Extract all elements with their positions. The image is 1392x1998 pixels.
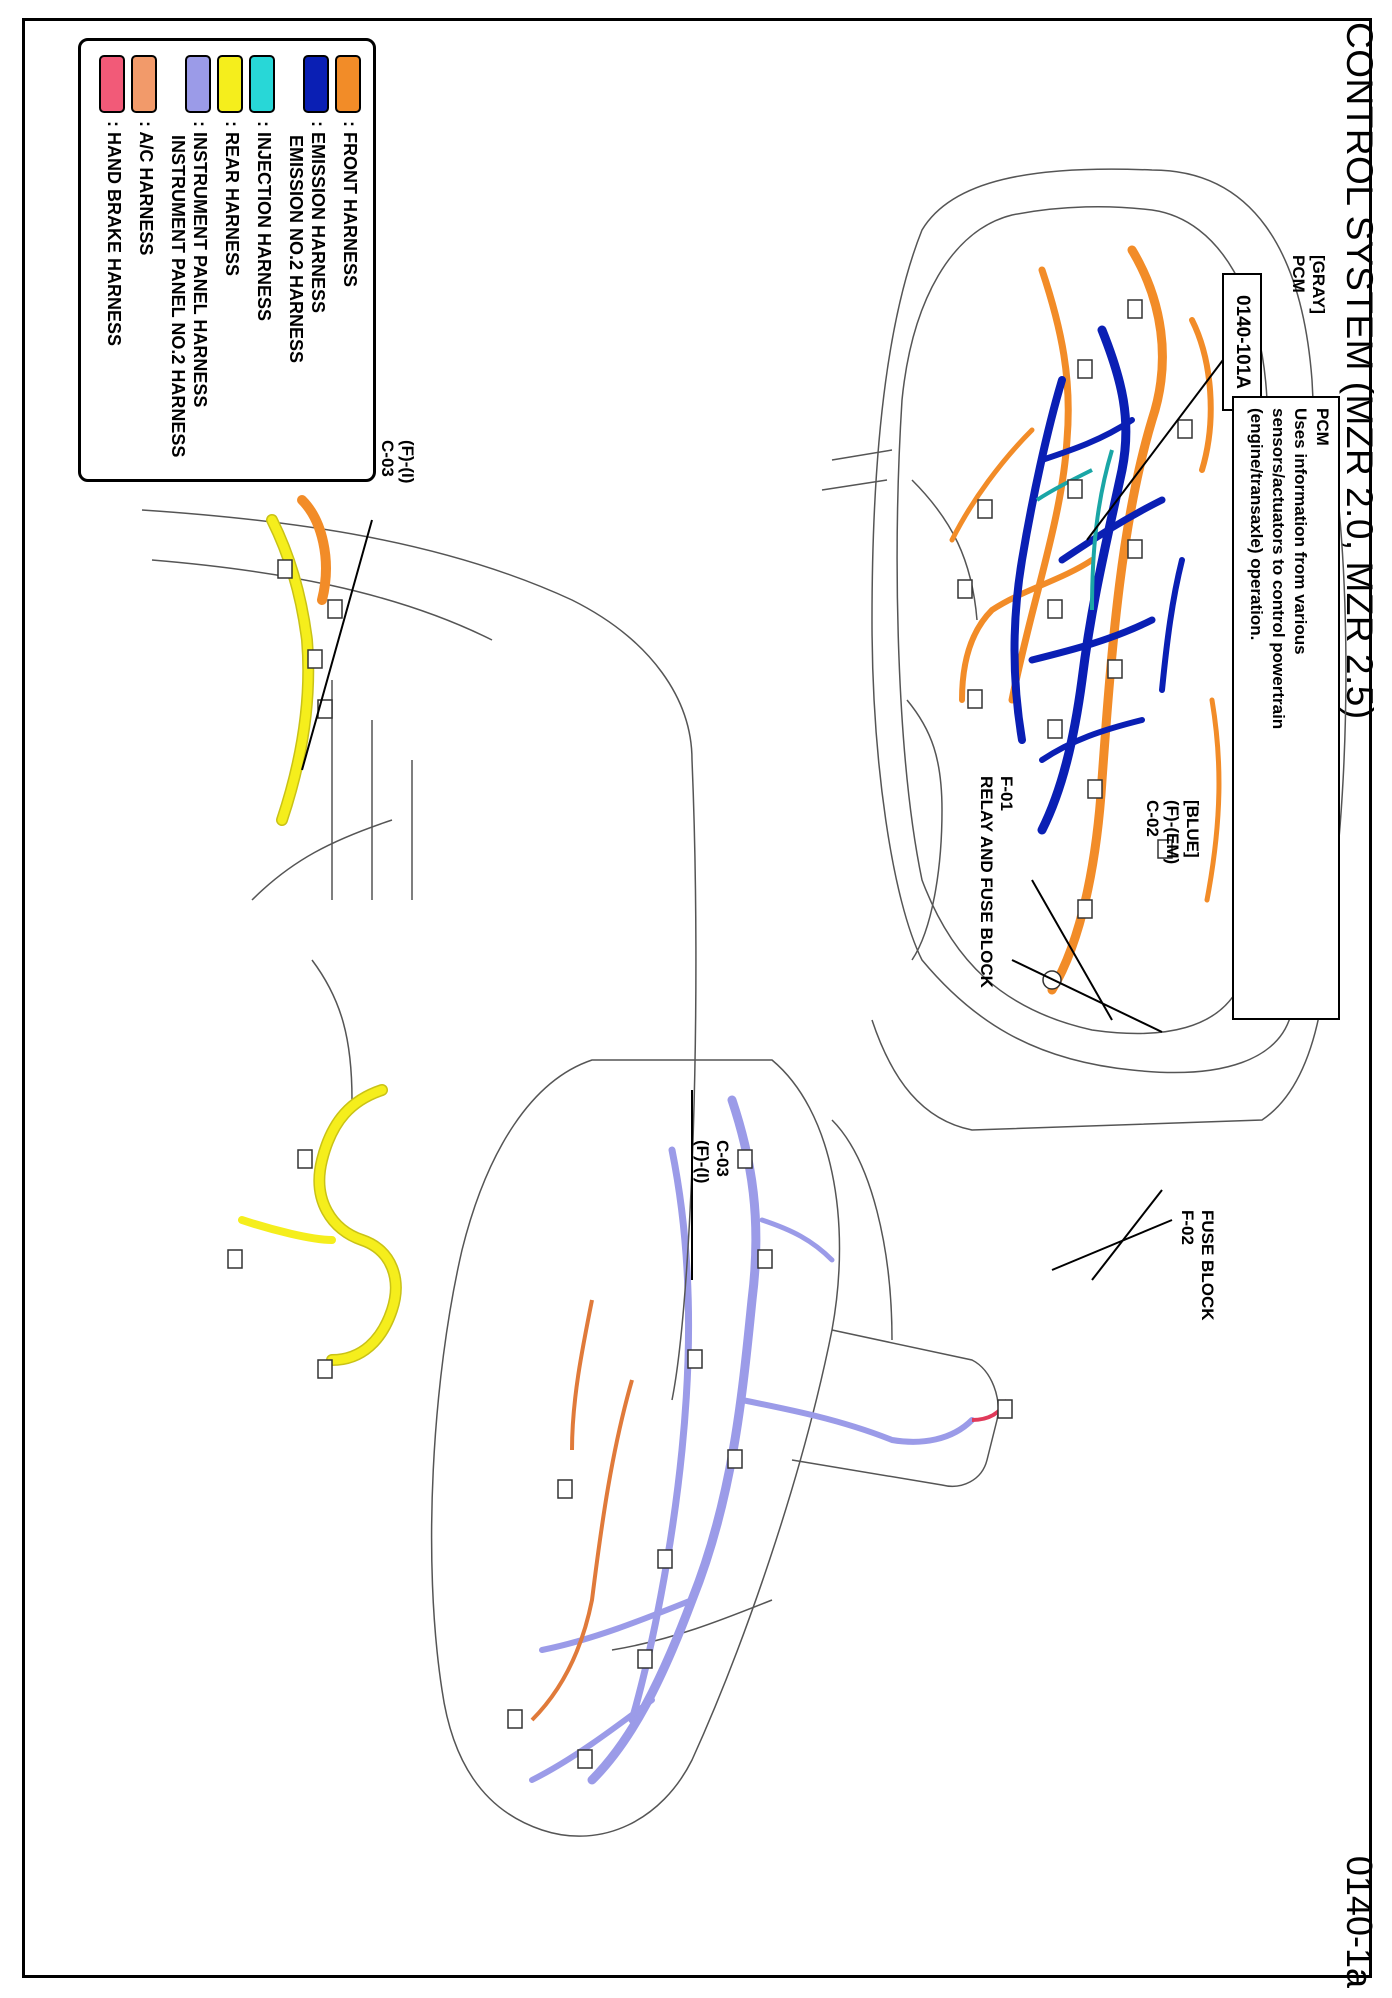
front-harness-floor-wiring bbox=[297, 495, 331, 605]
pcm-box-text-2: sensors/actuators to control powertrain bbox=[1269, 408, 1288, 730]
c02-color-label: [BLUE] bbox=[1183, 800, 1202, 858]
floor-illustration bbox=[141, 509, 697, 1401]
c02-harness-label: (F)-(EM) bbox=[1163, 800, 1182, 865]
ip-connectors bbox=[507, 1149, 1013, 1769]
instrument-panel-harness-wiring bbox=[529, 1095, 975, 1785]
front-harness-wiring bbox=[949, 245, 1222, 995]
legend-label: INSTRUMENT PANEL NO.2 HARNESS bbox=[168, 135, 188, 458]
c03-upper-harness-label: (F)-(I) bbox=[693, 1140, 712, 1184]
f02-name: FUSE BLOCK bbox=[1198, 1210, 1217, 1321]
hand-brake-harness-swatch bbox=[99, 55, 125, 113]
c02-connector-id: C-02 bbox=[1143, 800, 1162, 837]
pcm-box-text-1: Uses information from various bbox=[1291, 408, 1310, 655]
injection-harness-swatch bbox=[249, 55, 275, 113]
rear-harness-wiring bbox=[238, 514, 402, 1366]
legend-item-ac: : A/C HARNESS bbox=[131, 55, 159, 475]
emission-harness-wiring bbox=[1010, 325, 1185, 835]
pcm-code-box: 0140-101A bbox=[1222, 273, 1262, 411]
legend-label: : INSTRUMENT PANEL HARNESS bbox=[190, 121, 210, 408]
harness-color-legend: : FRONT HARNESS : EMISSION HARNESS EMISS… bbox=[78, 38, 376, 482]
legend-item-emission-2: EMISSION NO.2 HARNESS bbox=[281, 55, 309, 475]
legend-label: : EMISSION HARNESS bbox=[308, 121, 328, 314]
f02-connector-id: F-02 bbox=[1178, 1210, 1197, 1245]
c03-lower-harness-label: (F)-(I) bbox=[398, 440, 417, 484]
ac-harness-wiring bbox=[530, 1299, 634, 1722]
front-harness-swatch bbox=[335, 55, 361, 113]
pcm-code: 0140-101A bbox=[1232, 294, 1253, 390]
legend-label: : FRONT HARNESS bbox=[340, 121, 360, 287]
legend-item-instrument-panel-2: INSTRUMENT PANEL NO.2 HARNESS bbox=[163, 55, 191, 475]
legend-label: : HAND BRAKE HARNESS bbox=[104, 121, 124, 347]
legend-item-rear: : REAR HARNESS bbox=[217, 55, 245, 475]
c03-upper-connector-id: C-03 bbox=[713, 1140, 732, 1177]
engine-connectors bbox=[957, 299, 1193, 990]
legend-item-front: : FRONT HARNESS bbox=[335, 55, 363, 475]
pcm-color-label: [GRAY] bbox=[1309, 255, 1328, 314]
legend-label: EMISSION NO.2 HARNESS bbox=[286, 135, 306, 364]
ac-harness-swatch bbox=[131, 55, 157, 113]
rear-harness-swatch bbox=[217, 55, 243, 113]
leader-lines bbox=[301, 355, 1227, 1281]
legend-item-injection: : INJECTION HARNESS bbox=[249, 55, 277, 475]
pcm-description-box: PCM Uses information from various sensor… bbox=[1232, 396, 1340, 1020]
legend-label: : REAR HARNESS bbox=[222, 121, 242, 277]
pcm-name-label: PCM bbox=[1289, 255, 1308, 293]
c03-lower-connector-id: C-03 bbox=[378, 440, 397, 477]
f01-connector-id: F-01 bbox=[997, 776, 1016, 811]
pcm-box-title: PCM bbox=[1313, 408, 1332, 446]
legend-item-hand-brake: : HAND BRAKE HARNESS bbox=[99, 55, 127, 475]
legend-label: : INJECTION HARNESS bbox=[254, 121, 274, 322]
f01-name: RELAY AND FUSE BLOCK bbox=[977, 776, 996, 988]
legend-label: : A/C HARNESS bbox=[136, 121, 156, 256]
floor-connectors bbox=[227, 559, 343, 1379]
instrument-panel-illustration bbox=[430, 1059, 999, 1837]
pcm-box-text-3: (engine/transaxle) operation. bbox=[1247, 408, 1266, 641]
